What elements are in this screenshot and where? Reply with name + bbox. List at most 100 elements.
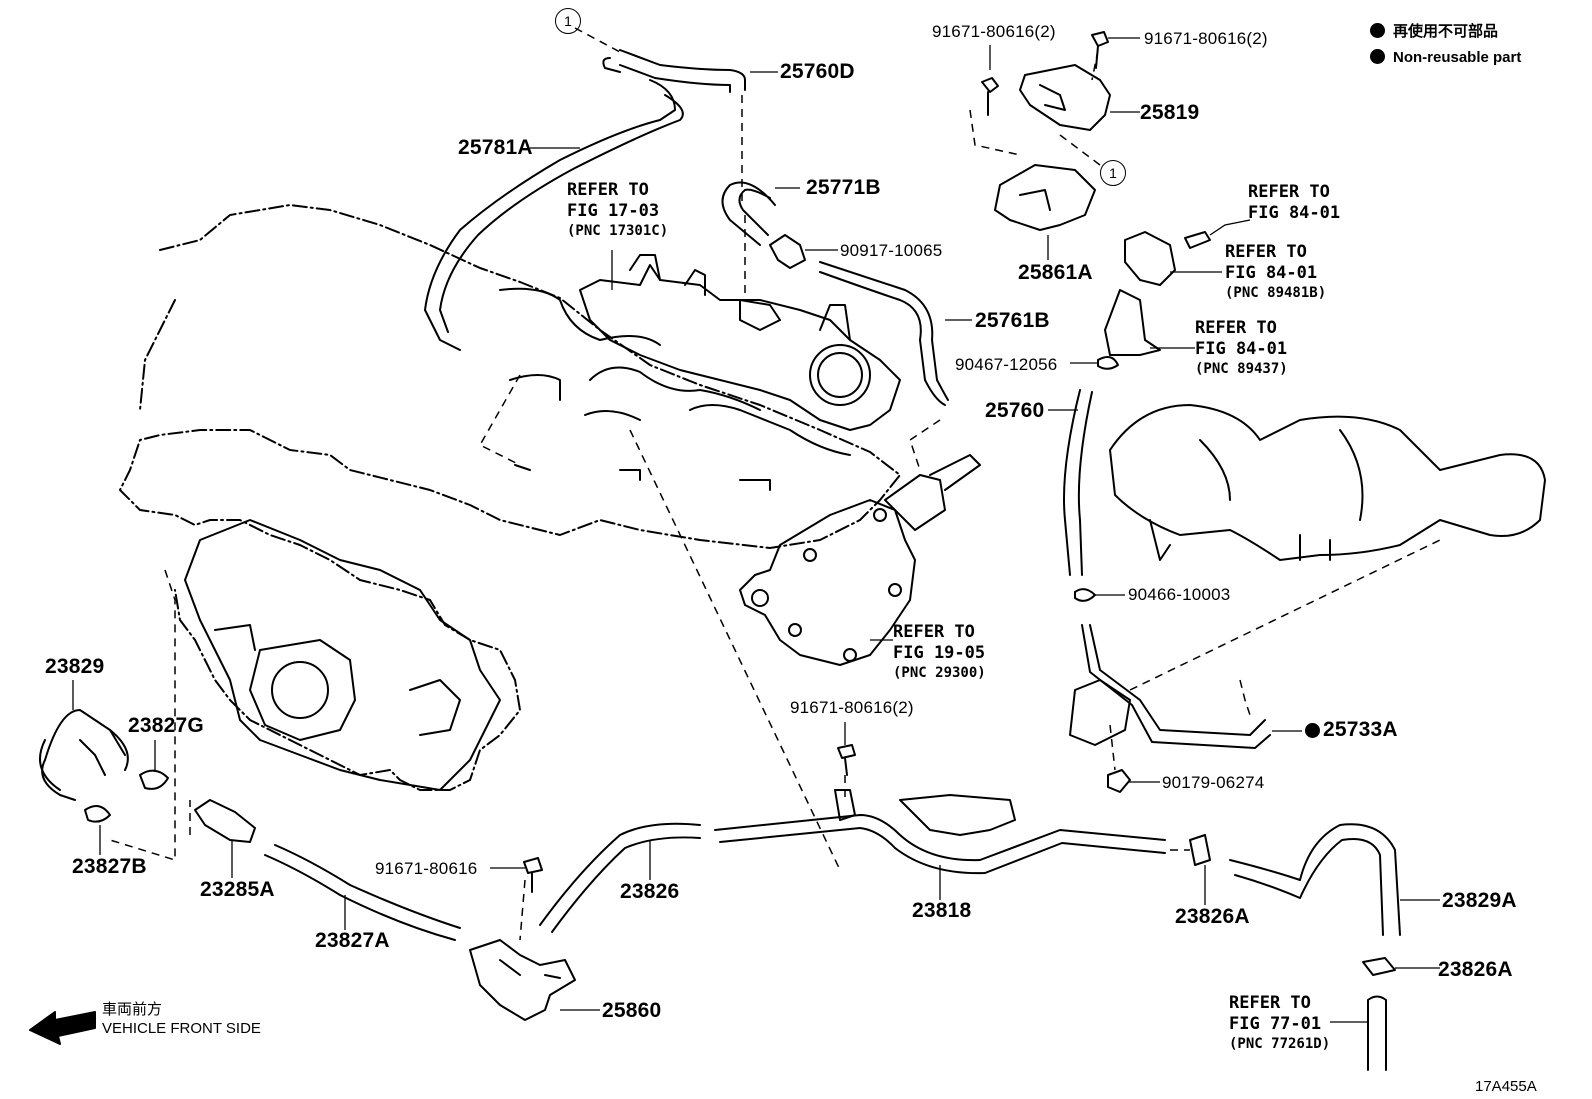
part-label-90466-10003: 90466-10003 [1128, 585, 1231, 604]
part-label-23829A: 23829A [1442, 889, 1517, 912]
part-label-91671-80616-d: 91671-80616 [375, 859, 478, 878]
legend-dot-icon [1370, 49, 1385, 64]
engine-inner-5 [514, 464, 531, 471]
refer-fig-77-01: REFER TO FIG 77-01 (PNC 77261D) [1229, 993, 1331, 1052]
part-label-25781A: 25781A [458, 136, 533, 159]
engine-inner-2 [589, 366, 761, 411]
part-label-25771B: 25771B [806, 176, 881, 199]
part-label-90467-12056: 90467-12056 [955, 355, 1058, 374]
non-reusable-dot-icon [1305, 723, 1320, 738]
nut-90179 [1107, 769, 1131, 793]
part-label-23827G: 23827G [128, 714, 204, 737]
bolt-small [1184, 231, 1211, 249]
hose-23829 [39, 709, 126, 801]
valve-90917 [769, 234, 806, 269]
bolt-right [1091, 31, 1109, 69]
engine-inner-4 [584, 410, 641, 421]
hose-25760 [1063, 389, 1093, 576]
part-label-25761B: 25761B [975, 309, 1050, 332]
exhaust-converter [1109, 404, 1546, 561]
dash-engine [478, 374, 521, 466]
legend-japanese: 再使用不可部品 [1370, 22, 1498, 42]
part-label-23827A: 23827A [315, 929, 390, 952]
part-label-90179-06274: 90179-06274 [1162, 773, 1265, 792]
valve-23285A [194, 799, 256, 843]
reference-marker-1-bracket: 1 [1100, 160, 1126, 186]
dash-25860 [519, 879, 526, 941]
part-label-91671-80616-b: 91671-80616(2) [1144, 29, 1268, 48]
engine-top-edge [139, 299, 176, 411]
pump-nozzle [884, 454, 981, 531]
part-label-23826A-lower: 23826A [1438, 958, 1513, 981]
dash-left [109, 569, 176, 862]
pipe-bracket [1069, 679, 1131, 746]
bracket-25861A [994, 164, 1096, 231]
block-detail-2 [214, 624, 256, 651]
bolt-left [981, 77, 999, 116]
valve-25860 [469, 939, 576, 1021]
refer-fig-84-01-a: REFER TO FIG 84-01 [1248, 182, 1341, 223]
bracket-25819 [1019, 64, 1111, 131]
clamp-90466 [1074, 588, 1096, 602]
refer-fig-17-03: REFER TO FIG 17-03 (PNC 17301C) [567, 180, 669, 239]
hose-25781A [619, 49, 746, 91]
part-label-25760: 25760 [985, 399, 1045, 422]
legend-english: Non-reusable part [1370, 48, 1521, 68]
sensor-89481B [1124, 231, 1176, 286]
dash-bracket-2 [1091, 49, 1099, 81]
legend-dot-icon [1370, 23, 1385, 38]
engine-outline [119, 204, 901, 791]
figure-code: 17A455A [1475, 1078, 1537, 1095]
vacuum-pump [739, 499, 916, 666]
part-label-23827B: 23827B [72, 855, 147, 878]
part-label-23818: 23818 [912, 899, 972, 922]
block-port [249, 639, 356, 741]
part-label-25860: 25860 [602, 999, 662, 1022]
hose-23826 [539, 822, 701, 933]
dash-circle-top [574, 27, 621, 53]
hose-25761B [819, 261, 949, 406]
pipe-23818-bracket [899, 794, 1016, 836]
engine-inner-7 [509, 374, 561, 401]
refer-fig-84-01-b: REFER TO FIG 84-01 (PNC 89481B) [1225, 242, 1327, 301]
dash-25733A [1239, 679, 1251, 716]
refer-fig-19-05: REFER TO FIG 19-05 (PNC 29300) [893, 622, 986, 681]
clamp-90467 [1097, 355, 1119, 370]
clamp-23827G [139, 769, 169, 790]
part-label-23829: 23829 [45, 655, 105, 678]
pipe-23818 [714, 814, 1166, 875]
pipe-25733A [1081, 624, 1271, 749]
bolt-lower-1 [837, 744, 856, 776]
dash-long [629, 429, 841, 871]
part-label-23826A-upper: 23826A [1175, 905, 1250, 928]
dash-throttle-pump [909, 419, 941, 471]
dash-90179 [1109, 724, 1116, 771]
bracket-89437 [1104, 289, 1161, 356]
part-label-25733A: 25733A [1305, 719, 1398, 740]
refer-fig-84-01-c: REFER TO FIG 84-01 (PNC 89437) [1195, 318, 1288, 377]
part-label-91671-80616-a: 91671-80616(2) [932, 22, 1056, 41]
part-label-25819: 25819 [1140, 101, 1200, 124]
part-label-25760D: 25760D [780, 60, 855, 83]
direction-label-japanese: 車両前方 [102, 1001, 163, 1018]
reference-marker-1-top: 1 [555, 8, 581, 34]
bolt-lower-2 [523, 857, 543, 893]
dash-bracket [969, 109, 1101, 166]
hose-23829A [1229, 823, 1401, 936]
clip-23826A [1189, 834, 1211, 866]
throttle-body [809, 344, 871, 406]
front-arrow [29, 1011, 96, 1045]
clamp-23827B [84, 805, 111, 823]
hose-23827A [264, 844, 461, 941]
leader-8401a [1209, 219, 1251, 236]
part-label-91671-80616-c: 91671-80616(2) [790, 698, 914, 717]
engine-inner-6 [619, 469, 771, 491]
block-detail-1 [409, 679, 461, 736]
dash-exhaust [1129, 539, 1441, 691]
part-label-23826: 23826 [620, 880, 680, 903]
hose-25771B [721, 181, 776, 246]
engine-inner-3 [689, 404, 851, 456]
engine-inner-1 [499, 287, 661, 346]
